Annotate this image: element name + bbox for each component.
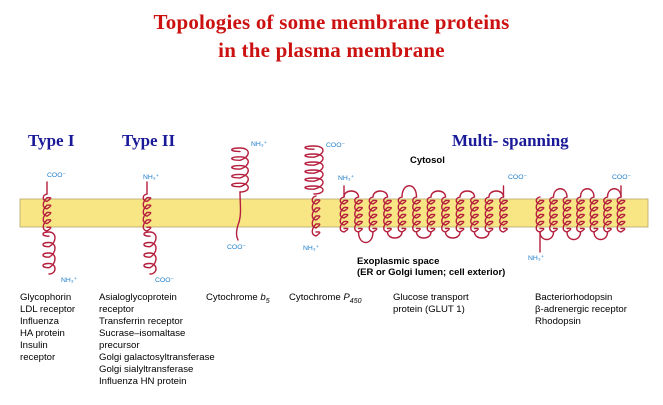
glut-tm-helix-2: [354, 196, 363, 233]
type-ii-n-terminus: NH₃⁺: [143, 174, 160, 181]
example-line: Insulin: [20, 340, 48, 351]
type-ii-c-terminus: COO⁻: [155, 277, 175, 284]
multi-spanning-label: Multi- spanning: [452, 131, 569, 150]
figure-title-line-2: in the plasma membrane: [218, 38, 445, 62]
example-line: protein (GLUT 1): [393, 304, 465, 315]
cyt-b5-letter: b: [260, 292, 266, 303]
example-line: Rhodopsin: [535, 316, 581, 327]
glut-loop-cyto-8: [459, 190, 476, 198]
example-line: HA protein: [20, 328, 65, 339]
example-line: Influenza: [20, 316, 59, 327]
cyt-p450-cyto-domain: [304, 145, 324, 195]
glut-c-terminus: COO⁻: [508, 174, 528, 181]
multi-tm-helix-1: [535, 196, 545, 233]
multi-loop-exo-4: [593, 231, 609, 241]
cyt-p450-letter: P: [343, 292, 350, 303]
type-ii-tm-helix: [142, 193, 152, 232]
example-line: Sucrase–isomaltase: [99, 328, 186, 339]
multi-loop-cyto-5: [606, 188, 622, 198]
multi-tm-helix-5: [589, 196, 599, 233]
multi-tm-helix-3: [562, 196, 572, 233]
example-line: Glycophorin: [20, 292, 72, 303]
multi-tm-helix-4: [576, 196, 585, 233]
example-line: LDL receptor: [20, 304, 76, 315]
glut-tm-helix-4: [383, 196, 392, 233]
glut-tm-helix-8: [441, 196, 450, 233]
cyt-b5-n-terminus: NH₃⁺: [251, 141, 268, 148]
cyt-b5-sub: 5: [265, 297, 270, 305]
cyt-b5-cyto-domain: [231, 147, 249, 193]
cyt-p450-n-terminus: NH₃⁺: [303, 245, 320, 252]
glut-tm-helix-6: [412, 196, 421, 233]
example-line: Influenza HN protein: [99, 376, 187, 387]
glut-loop-exo-5: [415, 231, 432, 239]
glut-loop-cyto-0: [343, 190, 360, 198]
example-line: Asialoglycoprotein: [99, 292, 177, 303]
glut-loop-exo-7: [444, 231, 461, 239]
multi-n-terminus: NH₃⁺: [528, 255, 545, 262]
figure-title-line-1: Topologies of some membrane proteins: [153, 10, 510, 34]
multi-tm-helix-7: [616, 196, 626, 233]
exoplasmic-space-detail: (ER or Golgi lumen; cell exterior): [357, 267, 506, 278]
glut-loop-exo-9: [473, 231, 490, 239]
glut-loop-cyto-4: [401, 185, 418, 198]
glut-loop-exo-1: [357, 231, 374, 244]
example-line: Golgi galactosyltransferase: [99, 352, 215, 363]
example-line: precursor: [99, 340, 140, 351]
cytochrome-p450-example: Cytochrome P450: [289, 292, 361, 308]
example-line: Bacteriorhodopsin: [535, 292, 613, 303]
exoplasmic-space-label: Exoplasmic space (ER or Golgi lumen; cel…: [357, 256, 505, 278]
multi-loop-cyto-1: [552, 188, 568, 198]
glut-tm-helix-1: [339, 196, 349, 233]
cyt-b5-c-terminus: COO⁻: [227, 244, 247, 251]
type-i-exo-domain: [42, 231, 56, 275]
cytosol-label: Cytosol: [410, 155, 445, 166]
glut-loop-cyto-10: [488, 190, 505, 198]
glut-tm-helix-12: [499, 196, 508, 233]
example-line: Glucose transport: [393, 292, 469, 303]
example-line: receptor: [99, 304, 135, 315]
multi-loop-exo-2: [566, 231, 582, 241]
multi-loop-cyto-3: [579, 188, 595, 198]
glut-tm-helix-9: [455, 196, 465, 233]
multi-tm-helix-6: [603, 196, 612, 233]
protein-chains: [42, 145, 626, 275]
glut-n-terminus: NH₃⁺: [338, 175, 355, 182]
cyt-p450-name: Cytochrome: [289, 292, 344, 303]
glut-tm-helix-5: [397, 196, 407, 233]
type-ii-label: Type II: [122, 131, 176, 150]
glut-tm-helix-7: [426, 196, 436, 233]
glut-tm-helix-3: [368, 196, 378, 233]
type-i-c-terminus: COO⁻: [47, 172, 67, 179]
example-line: β-adrenergic receptor: [535, 304, 627, 315]
glut-tm-helix-10: [470, 196, 479, 233]
type-i-tm-helix: [42, 193, 52, 232]
glut-loop-cyto-2: [372, 190, 389, 198]
cytochrome-b5-example: Cytochrome b5: [206, 292, 270, 308]
cyt-b5-name: Cytochrome: [206, 292, 261, 303]
cyt-b5-anchor: [235, 191, 242, 241]
cyt-p450-tm-helix: [311, 195, 321, 237]
type-ii-exo-domain: [143, 231, 157, 275]
glut-loop-exo-3: [386, 231, 403, 239]
example-line: Transferrin receptor: [99, 316, 183, 327]
multi-loop-exo-0: [539, 231, 555, 241]
cyt-p450-sub: 450: [349, 297, 362, 305]
glut-loop-cyto-6: [430, 190, 447, 198]
example-line: receptor: [20, 352, 56, 363]
example-line: Golgi sialyltransferase: [99, 364, 194, 375]
multi-tm-helix-2: [549, 196, 558, 233]
multi-c-terminus: COO⁻: [612, 174, 632, 181]
cyt-p450-c-terminus: COO⁻: [326, 142, 346, 149]
exoplasmic-space-title: Exoplasmic space: [357, 256, 440, 267]
glut-tm-helix-11: [484, 196, 494, 233]
type-i-n-terminus: NH₃⁺: [61, 277, 78, 284]
type-i-label: Type I: [28, 131, 75, 150]
